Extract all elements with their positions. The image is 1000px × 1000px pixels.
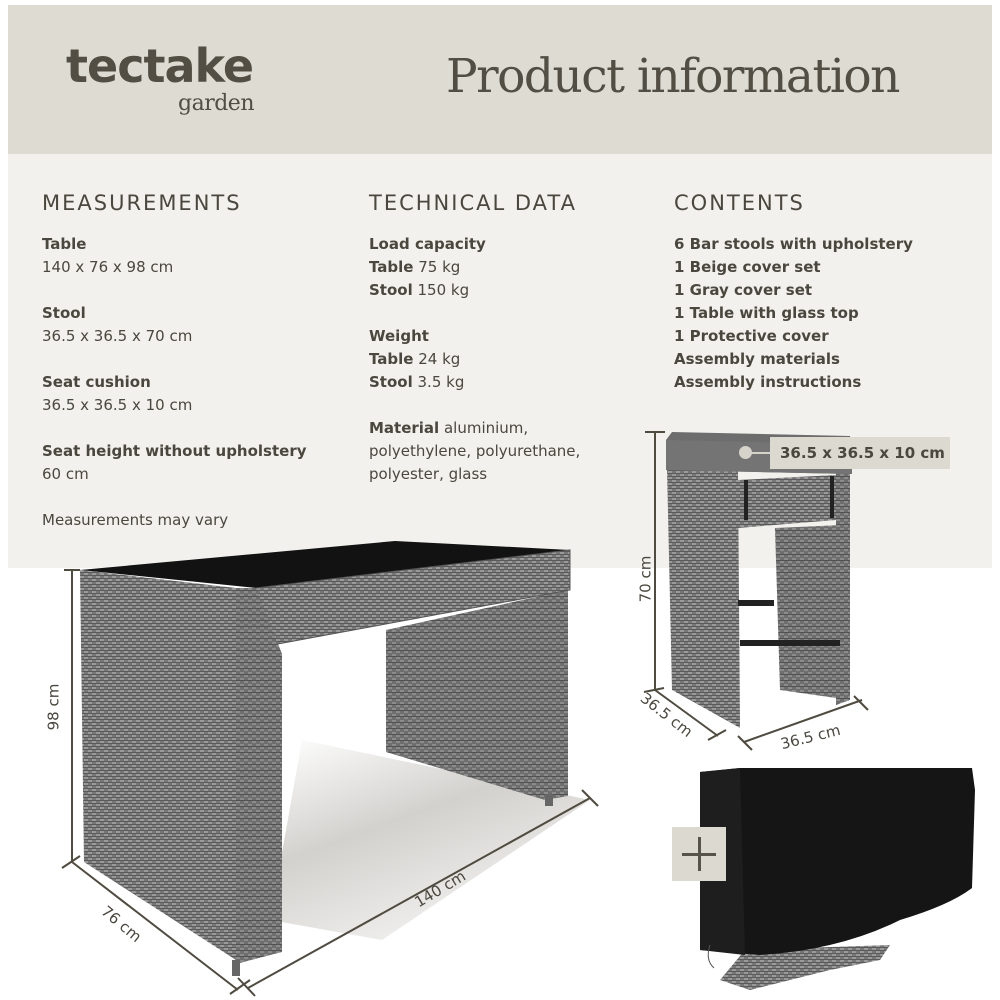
measurement-item: Seat cushion 36.5 x 36.5 x 10 cm — [42, 373, 193, 414]
page-title: Product information — [446, 49, 900, 104]
brand-logo: tectake — [66, 39, 254, 93]
measurement-item: Stool 36.5 x 36.5 x 70 cm — [42, 304, 193, 345]
header-banner: tectake garden Product information — [8, 5, 992, 154]
measurement-item: Table 140 x 76 x 98 cm — [42, 235, 174, 276]
technical-data-section: TECHNICAL DATA Load capacity Table 75 kg… — [369, 190, 580, 509]
cushion-dimension-callout: 36.5 x 36.5 x 10 cm — [770, 437, 950, 469]
contents-item: 1 Beige cover set — [674, 258, 821, 276]
expand-button[interactable] — [672, 827, 726, 881]
contents-item: 6 Bar stools with upholstery — [674, 235, 913, 253]
callout-dot-icon — [739, 446, 752, 459]
measurements-heading: MEASUREMENTS — [42, 191, 242, 215]
contents-item: 1 Protective cover — [674, 327, 829, 345]
callout-line — [750, 452, 772, 454]
contents-item: 1 Table with glass top — [674, 304, 859, 322]
weight-group: Weight Table 24 kg Stool 3.5 kg — [369, 327, 465, 391]
measurement-item: Seat height without upholstery 60 cm — [42, 442, 307, 483]
measurements-section: MEASUREMENTS Table 140 x 76 x 98 cm Stoo… — [42, 190, 307, 532]
measurements-note: Measurements may vary — [42, 511, 229, 529]
material-group: Material aluminium, polyethylene, polyur… — [369, 419, 581, 483]
brand-sub: garden — [178, 91, 255, 116]
contents-item: 1 Gray cover set — [674, 281, 813, 299]
contents-section: CONTENTS 6 Bar stools with upholstery 1 … — [674, 190, 913, 394]
technical-data-heading: TECHNICAL DATA — [369, 191, 577, 215]
contents-item: Assembly materials — [674, 350, 840, 368]
contents-item: Assembly instructions — [674, 373, 862, 391]
contents-heading: CONTENTS — [674, 191, 805, 215]
load-capacity-group: Load capacity Table 75 kg Stool 150 kg — [369, 235, 486, 299]
